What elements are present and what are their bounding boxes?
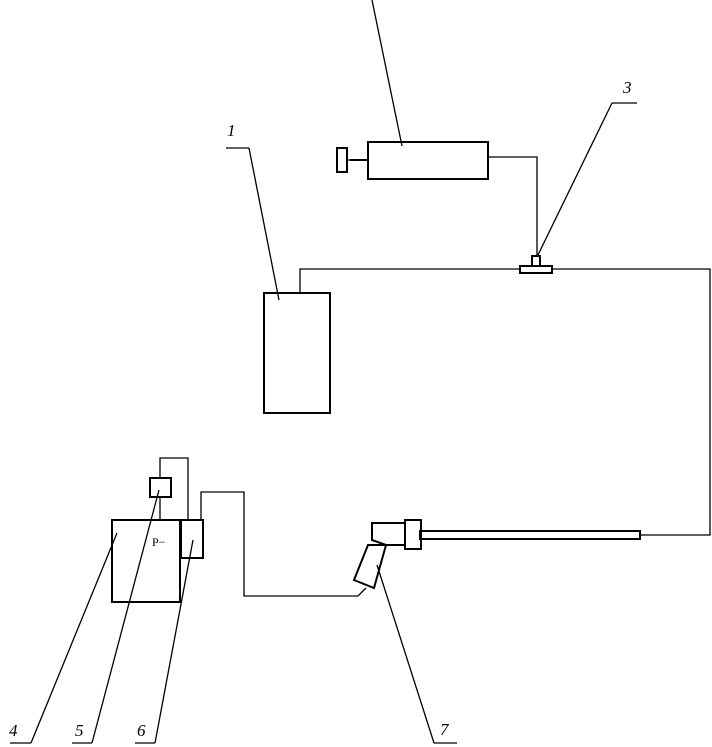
label-4: 4 [9,721,18,740]
label-3: 3 [622,78,632,97]
tubing [159,156,711,597]
component-7-gun [352,519,641,590]
label-7: 7 [440,720,450,739]
leader-lines [10,0,637,744]
component-1-container [263,292,331,414]
component-5-sensor [149,477,172,498]
t-connector [519,255,553,274]
component-4-unit: P− [111,519,181,603]
label-1: 1 [227,121,236,140]
box-label: P− [152,535,166,549]
label-6: 6 [137,721,146,740]
component-6-module [180,519,204,559]
syringe-pump [336,141,489,180]
label-5: 5 [75,721,84,740]
